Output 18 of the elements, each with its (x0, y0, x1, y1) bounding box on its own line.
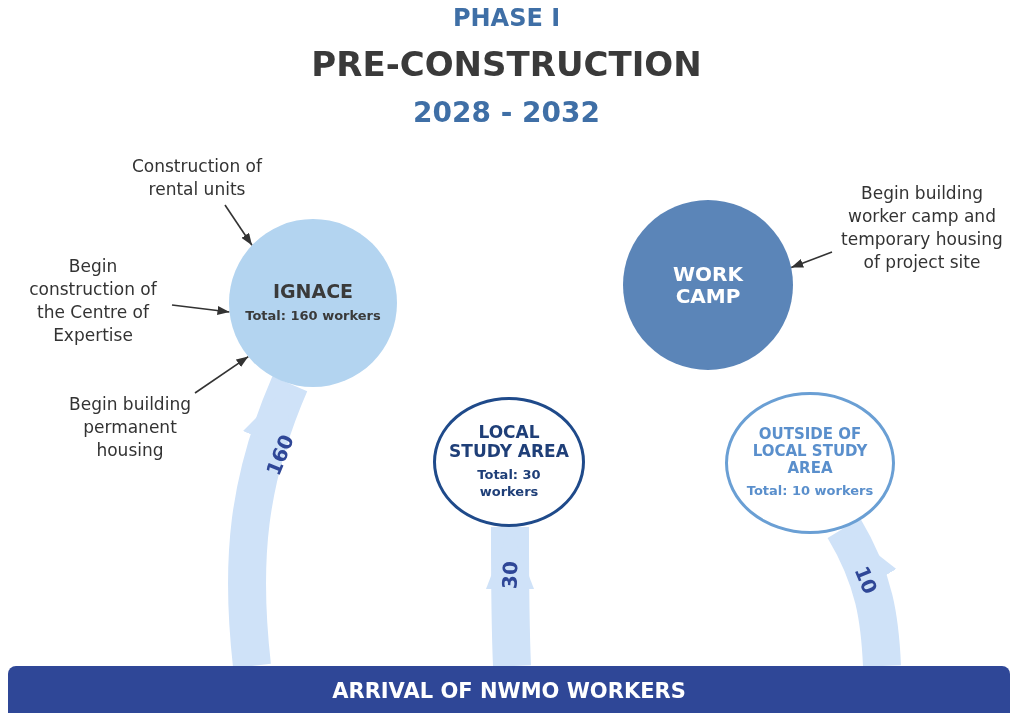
phase-label: PHASE I (452, 4, 561, 32)
worker-total: Total: 160 workers (245, 308, 381, 326)
annotation-text: Construction of rental units (112, 155, 282, 205)
banner-bar: ARRIVAL OF NWMO WORKERS (8, 666, 1010, 713)
edge-label: 10 (849, 562, 883, 598)
edge-label: 160 (261, 431, 299, 479)
worker-total: Total: 10 workers (746, 482, 874, 500)
title: PRE-CONSTRUCTION (311, 44, 702, 84)
worker-total: Total: 30 workers (476, 467, 542, 501)
location-name: LOCAL STUDY AREA (448, 423, 570, 462)
annotation-text: Begin building worker camp and temporary housing of project site (832, 182, 1012, 277)
annotation-text: Begin construction of the Centre of Expertise (14, 255, 172, 350)
location-name: IGNACE (272, 280, 354, 303)
location-name: WORK CAMP (672, 262, 745, 308)
annotation-text: Begin building permanent housing (50, 393, 210, 465)
date-range: 2028 - 2032 (413, 96, 600, 129)
location-name: OUTSIDE OF LOCAL STUDY AREA (751, 426, 869, 477)
edge-label: 30 (497, 560, 523, 590)
